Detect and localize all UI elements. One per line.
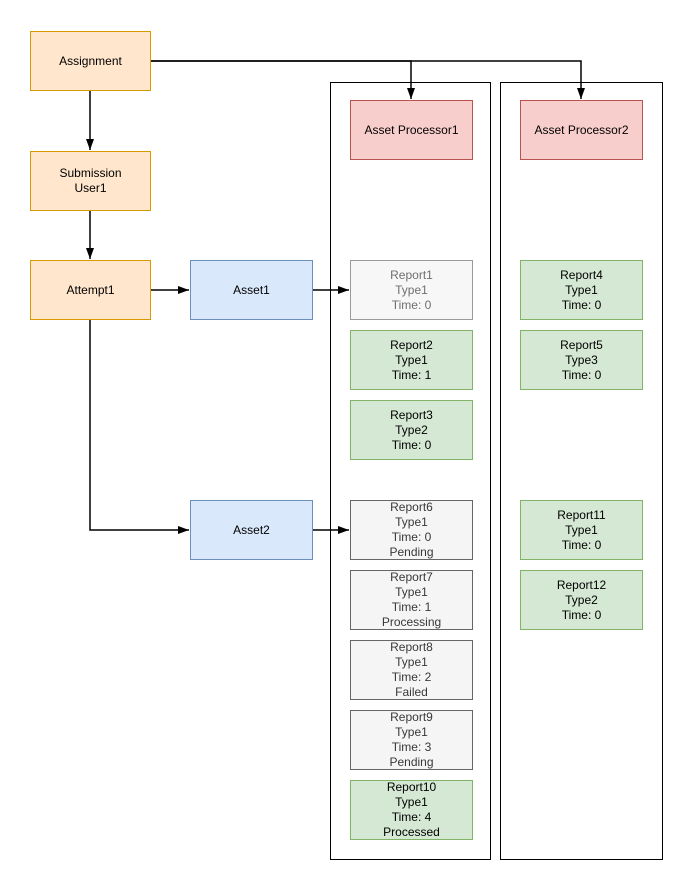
report-box-report2: Report2 Type1 Time: 1	[350, 330, 473, 390]
report-time: Time: 0	[561, 607, 602, 622]
report-type: Type1	[395, 655, 428, 669]
node-label-line1: Submission	[59, 166, 122, 180]
report-box-report10: Report10 Type1 Time: 4 Processed	[350, 780, 473, 840]
report-name: Report3	[390, 407, 433, 422]
node-label: Asset Processor1	[364, 122, 459, 137]
report-name: Report10	[386, 780, 437, 794]
report-name: Report11	[557, 507, 606, 522]
report-box-report6: Report6 Type1 Time: 0 Pending	[350, 500, 473, 560]
node-asset1: Asset1	[190, 260, 313, 320]
report-type: Type1	[565, 522, 598, 537]
report-type: Type1	[395, 352, 428, 367]
report-type: Type1	[395, 585, 428, 599]
node-asset-processor1: Asset Processor1	[350, 100, 473, 160]
report-type: Type1	[395, 282, 428, 297]
report-type: Type1	[565, 282, 598, 297]
arrow-assignment-to-processor2	[151, 60, 585, 99]
report-type: Type1	[395, 795, 428, 809]
report-box-report8: Report8 Type1 Time: 2 Failed	[350, 640, 473, 700]
node-label-line2: User1	[74, 181, 107, 195]
node-label: Asset2	[233, 522, 270, 537]
node-attempt1: Attempt1	[30, 260, 151, 320]
report-name: Report4	[560, 267, 603, 282]
node-assignment: Assignment	[30, 31, 151, 91]
report-name: Report1	[390, 267, 433, 282]
report-box-report1: Report1 Type1 Time: 0	[350, 260, 473, 320]
report-name: Report9	[390, 710, 433, 724]
report-type: Type1	[395, 515, 428, 529]
node-label: Assignment	[59, 53, 122, 68]
report-time: Time: 0	[391, 297, 432, 312]
report-time: Time: 3	[391, 740, 432, 754]
report-time: Time: 0	[391, 530, 432, 544]
report-status: Pending	[389, 755, 434, 769]
report-box-report3: Report3 Type2 Time: 0	[350, 400, 473, 460]
report-name: Report6	[390, 500, 433, 514]
report-box-report4: Report4 Type1 Time: 0	[520, 260, 643, 320]
node-label: Asset Processor2	[534, 122, 629, 137]
report-box-report11: Report11 Type1 Time: 0	[520, 500, 643, 560]
node-asset-processor2: Asset Processor2	[520, 100, 643, 160]
report-box-report12: Report12 Type2 Time: 0	[520, 570, 643, 630]
report-time: Time: 0	[561, 537, 602, 552]
report-type: Type3	[565, 352, 598, 367]
arrow-assignment-to-processor1	[151, 60, 415, 99]
report-name: Report8	[390, 640, 433, 654]
report-box-report9: Report9 Type1 Time: 3 Pending	[350, 710, 473, 770]
report-status: Pending	[389, 545, 434, 559]
node-asset2: Asset2	[190, 500, 313, 560]
report-time: Time: 0	[561, 367, 602, 382]
report-status: Failed	[395, 685, 428, 699]
node-label: Asset1	[233, 282, 270, 297]
report-time: Time: 0	[391, 437, 432, 452]
arrow-attempt1-to-asset2	[89, 320, 189, 534]
report-name: Report12	[556, 577, 607, 592]
report-time: Time: 1	[391, 600, 432, 614]
node-submission-user1: Submission User1	[30, 151, 151, 211]
report-name: Report7	[390, 570, 433, 584]
report-type: Type1	[395, 725, 428, 739]
report-name: Report2	[390, 337, 433, 352]
report-type: Type2	[395, 422, 428, 437]
report-box-report7: Report7 Type1 Time: 1 Processing	[350, 570, 473, 630]
report-status: Processing	[381, 615, 442, 629]
report-time: Time: 2	[391, 670, 432, 684]
node-label: Attempt1	[66, 282, 115, 297]
report-name: Report5	[560, 337, 603, 352]
report-box-report5: Report5 Type3 Time: 0	[520, 330, 643, 390]
report-status: Processed	[383, 825, 440, 839]
report-time: Time: 1	[391, 367, 432, 382]
report-time: Time: 0	[561, 297, 602, 312]
report-time: Time: 4	[391, 810, 432, 824]
report-type: Type2	[565, 592, 598, 607]
